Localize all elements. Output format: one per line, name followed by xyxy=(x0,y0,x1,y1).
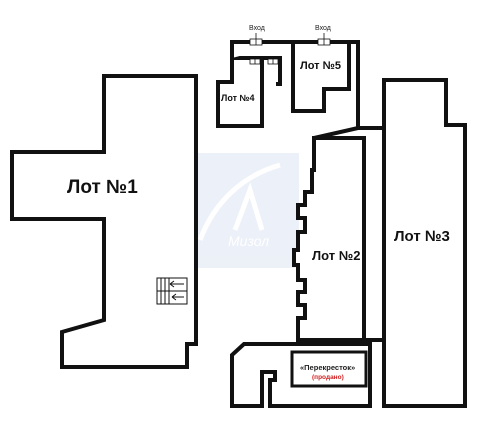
lot-5-area[interactable] xyxy=(291,40,351,113)
lot-1-area[interactable] xyxy=(10,74,198,369)
store-perekrestok-frame xyxy=(290,350,368,388)
lot-3-area[interactable] xyxy=(382,78,467,408)
lot-1-label: Лот №1 xyxy=(67,177,138,198)
watermark-text: Мизол xyxy=(228,233,269,249)
lot-5-label: Лот №5 xyxy=(300,60,341,72)
lot-4-label: Лот №4 xyxy=(221,93,255,103)
entrance-1[interactable]: Вход xyxy=(249,25,265,46)
entrance-2[interactable]: Вход xyxy=(315,25,331,46)
store-name: «Перекресток» xyxy=(300,363,355,372)
divider-wall xyxy=(358,126,384,342)
staircase-icon xyxy=(156,277,188,305)
entrance-1-label: Вход xyxy=(249,25,265,32)
lot-3-label: Лот №3 xyxy=(394,228,450,245)
store-status: (продано) xyxy=(312,374,344,381)
door-marker xyxy=(249,58,279,65)
lot-2-label: Лот №2 xyxy=(312,248,360,263)
watermark: Мизол xyxy=(181,153,299,268)
entrance-2-label: Вход xyxy=(315,25,331,32)
corridor xyxy=(230,40,293,58)
lot-4-area[interactable] xyxy=(216,56,264,128)
lot-2-area[interactable] xyxy=(292,136,366,342)
